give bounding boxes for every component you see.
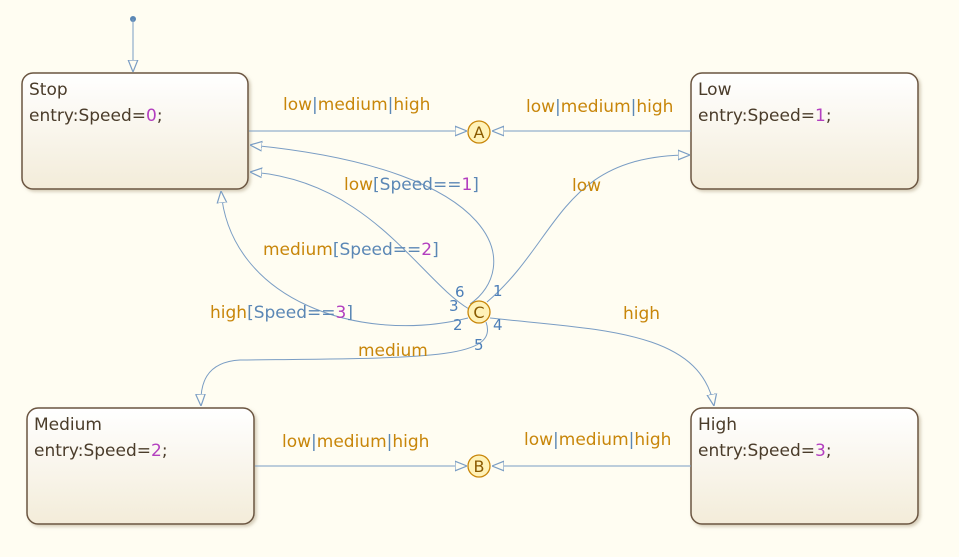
state-low-name: Low <box>698 80 732 100</box>
junction-a-label: A <box>474 123 485 142</box>
label-c-to-stop-medium: medium[Speed==2] <box>263 240 439 260</box>
transition-c-to-stop-medium[interactable] <box>250 172 470 310</box>
junction-c[interactable]: C <box>467 300 491 324</box>
state-stop-name: Stop <box>29 80 68 100</box>
transition-c-to-low[interactable] <box>486 155 690 303</box>
port-number-2: 2 <box>453 316 463 334</box>
label-c-to-stop-high: high[Speed==3] <box>210 303 353 323</box>
transition-c-to-stop-high[interactable] <box>221 191 469 327</box>
label-high-to-b: low|medium|high <box>524 430 671 450</box>
label-c-to-high: high <box>623 304 660 324</box>
port-number-4: 4 <box>493 316 503 334</box>
junction-c-label: C <box>473 303 484 322</box>
port-number-3: 3 <box>449 297 459 315</box>
label-stop-to-a: low|medium|high <box>283 95 430 115</box>
label-c-to-low: low <box>572 176 601 196</box>
state-low-entry: entry:Speed=1; <box>698 106 832 126</box>
port-number-5: 5 <box>474 336 484 354</box>
state-medium-entry: entry:Speed=2; <box>34 441 168 461</box>
label-c-to-stop-low: low[Speed==1] <box>344 175 479 195</box>
state-medium[interactable]: Medium entry:Speed=2; <box>26 407 255 525</box>
junction-b[interactable]: B <box>467 454 491 478</box>
label-c-to-medium: medium <box>358 341 428 361</box>
state-medium-name: Medium <box>34 415 102 435</box>
state-high-name: High <box>698 415 737 435</box>
state-high[interactable]: High entry:Speed=3; <box>690 407 919 525</box>
label-low-to-a: low|medium|high <box>526 97 673 117</box>
state-low[interactable]: Low entry:Speed=1; <box>690 72 919 190</box>
label-medium-to-b: low|medium|high <box>282 432 429 452</box>
transition-c-to-high[interactable] <box>489 317 714 406</box>
junction-a[interactable]: A <box>467 120 491 144</box>
junction-b-label: B <box>474 457 485 476</box>
state-stop[interactable]: Stop entry:Speed=0; <box>21 72 249 190</box>
transition-c-to-stop-low[interactable] <box>250 145 495 305</box>
transition-c-to-medium[interactable] <box>201 321 488 406</box>
state-stop-entry: entry:Speed=0; <box>29 106 163 126</box>
port-number-6: 6 <box>455 283 465 301</box>
port-number-1: 1 <box>493 282 503 300</box>
state-high-entry: entry:Speed=3; <box>698 441 832 461</box>
